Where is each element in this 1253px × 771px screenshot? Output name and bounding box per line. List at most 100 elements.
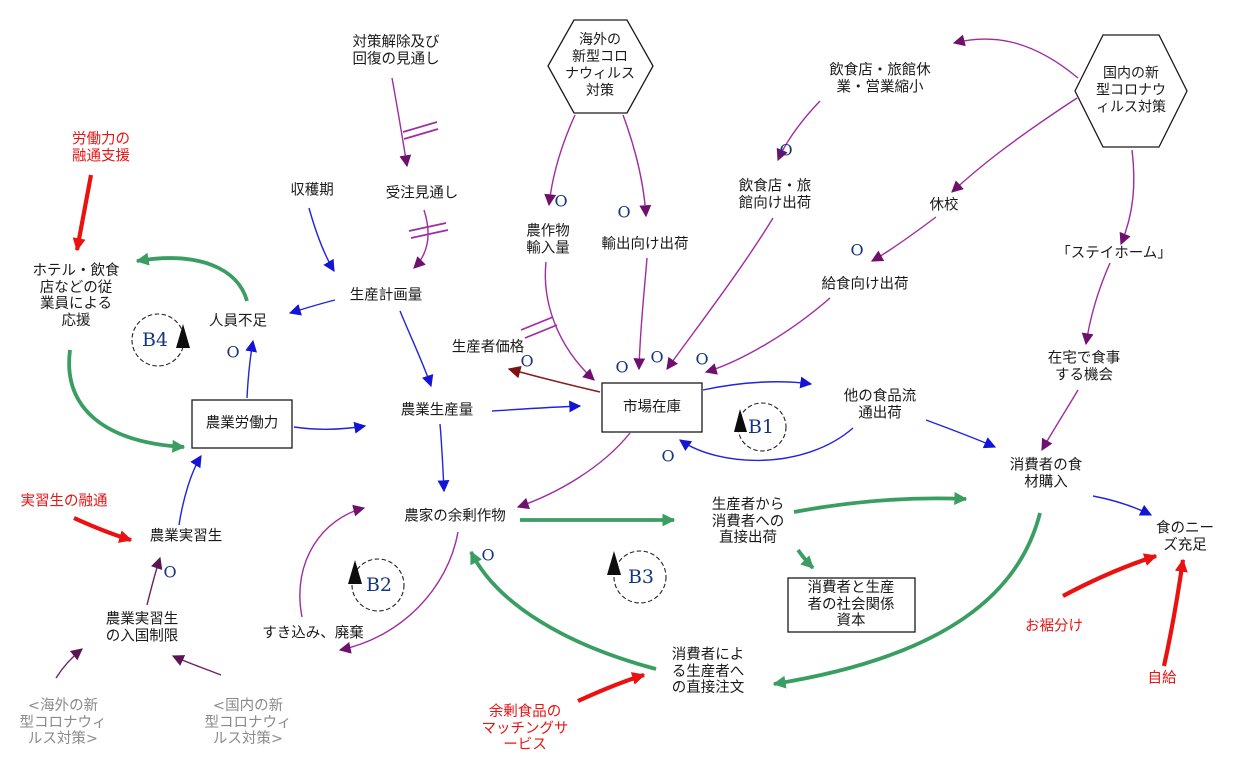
node-export-shipments: 輸出向け出荷 bbox=[601, 236, 689, 253]
node-order-forecast: 受注見通し bbox=[385, 185, 459, 202]
edge-market-stock-to-producer-price bbox=[507, 365, 601, 393]
polarity-o-producer-price: O bbox=[520, 351, 534, 371]
polarity-o-restaurant-shipments: O bbox=[779, 140, 793, 160]
box-farm-labor bbox=[191, 399, 293, 449]
node-plowing-disposal: すき込み、廃棄 bbox=[262, 625, 364, 642]
node-production-plan: 生産計画量 bbox=[349, 287, 423, 304]
node-labor-support: 労働力の 融通支援 bbox=[72, 131, 130, 164]
edge-overseas-shadow-to-entry-restriction bbox=[55, 648, 83, 679]
edge-direct-shipment-to-food-purchase bbox=[793, 492, 968, 514]
polarity-o-crop-imports: O bbox=[554, 191, 568, 211]
edge-domestic-policy-to-school-closure bbox=[951, 97, 1078, 193]
edge-domestic-shadow-to-entry-restriction bbox=[171, 655, 222, 676]
edge-trainee-accommodation-to-farm-trainees bbox=[73, 516, 133, 543]
edge-production-plan-to-labor-shortage bbox=[288, 299, 336, 316]
edge-overseas-policy-to-export-shipments bbox=[622, 114, 652, 218]
edge-eating-at-home-to-food-purchase bbox=[1041, 389, 1079, 452]
node-farm-trainees: 農業実習生 bbox=[149, 528, 223, 545]
edge-export-shipments-to-market-stock bbox=[633, 257, 648, 371]
loop-b3-circle bbox=[613, 550, 667, 604]
node-other-food-distribution: 他の食品流 通出荷 bbox=[843, 388, 917, 421]
polarity-o-surplus-crops: O bbox=[481, 545, 495, 565]
node-domestic-covid-shadow: <国内の新 型コロナウィ ルス対策> bbox=[204, 698, 292, 748]
loop-label-b3: B3 bbox=[627, 566, 655, 588]
edge-domestic-policy-to-restaurant-closure bbox=[952, 34, 1079, 79]
loop-b2-arrowhead bbox=[348, 560, 362, 584]
edge-domestic-policy-to-stay-home bbox=[1119, 149, 1135, 246]
loop-b4-arrowhead bbox=[176, 324, 190, 348]
node-producer-price: 生産者価格 bbox=[451, 339, 525, 356]
edge-labor-shortage-to-hotel-support bbox=[135, 252, 249, 302]
node-surplus-crops: 農家の余剰作物 bbox=[404, 508, 506, 525]
loop-b1-circle bbox=[737, 402, 787, 452]
edge-self-sufficiency-to-food-needs bbox=[1161, 558, 1188, 667]
node-food-needs: 食のニーズ充足 bbox=[1156, 520, 1214, 553]
edge-harvest-to-production-plan bbox=[308, 207, 335, 273]
polarity-o-market-top-3: O bbox=[695, 349, 709, 369]
edge-farm-labor-to-labor-shortage bbox=[245, 339, 257, 399]
loop-label-b2: B2 bbox=[365, 574, 393, 596]
node-harvest-season: 収穫期 bbox=[290, 182, 334, 199]
edge-other-distribution-to-food-purchase bbox=[925, 419, 997, 449]
loop-b1-arrowhead bbox=[734, 409, 747, 432]
loop-b3-arrowhead bbox=[607, 551, 621, 575]
polarity-o-export-shipments: O bbox=[617, 202, 631, 222]
node-stay-home: 「ステイホーム」 bbox=[1056, 245, 1172, 262]
edge-order-forecast-to-production-plan bbox=[413, 209, 429, 269]
edge-restaurant-shipments-to-market-stock bbox=[666, 217, 774, 370]
polarity-o-market-top-2: O bbox=[650, 347, 664, 367]
edge-restaurant-closure-to-restaurant-shipments bbox=[776, 100, 821, 162]
node-labor-shortage: 人員不足 bbox=[209, 313, 267, 330]
box-market-stock bbox=[601, 382, 703, 433]
node-restaurant-shipments: 飲食店・旅 館向け出荷 bbox=[738, 178, 812, 211]
hexagon-overseas-covid-policy bbox=[547, 19, 654, 114]
polarity-o-lunch-shipments: O bbox=[850, 240, 864, 260]
node-school-lunch-shipments: 給食向け出荷 bbox=[821, 276, 909, 293]
edge-sharing-to-food-needs bbox=[1062, 553, 1158, 598]
node-overseas-covid-policy: 海外の 新型コロ ナウィルス 対策 bbox=[565, 31, 635, 100]
edge-school-closure-to-lunch-shipments bbox=[870, 216, 937, 262]
node-trainee-entry-restriction: 農業実習生 の入国制限 bbox=[105, 611, 179, 644]
node-recovery-outlook: 対策解除及び 回復の見通し bbox=[352, 34, 440, 67]
node-direct-orders: 消費者によ る生産者へ の直接注文 bbox=[671, 647, 745, 697]
edge-food-purchase-to-food-needs bbox=[1092, 495, 1153, 516]
node-farm-labor: 農業労働力 bbox=[205, 415, 279, 432]
node-overseas-covid-shadow: <海外の新 型コロナウィ ルス対策> bbox=[19, 698, 107, 748]
edge-plowing-to-surplus-crops bbox=[299, 504, 366, 618]
hexagon-domestic-covid-policy bbox=[1074, 34, 1188, 148]
edge-overseas-policy-to-crop-imports bbox=[544, 114, 576, 207]
node-domestic-covid-policy: 国内の新 型コロナウ ィルス対策 bbox=[1096, 65, 1166, 116]
node-crop-imports: 農作物 輸入量 bbox=[526, 223, 570, 256]
node-self-sufficiency: 自給 bbox=[1147, 670, 1177, 687]
node-consumer-food-purchase: 消費者の食 材購入 bbox=[1009, 457, 1083, 490]
edge-farm-labor-to-farm-output bbox=[293, 421, 367, 434]
edge-entry-restriction-to-farm-trainees bbox=[146, 556, 163, 606]
edge-market-stock-to-surplus-crops bbox=[516, 432, 631, 510]
delay-marks bbox=[402, 121, 558, 339]
edge-food-purchase-to-direct-orders bbox=[772, 512, 1042, 689]
edge-other-distribution-to-market-stock bbox=[679, 427, 854, 462]
node-social-capital: 消費者と生産 者の社会関係 資本 bbox=[807, 580, 895, 630]
edge-direct-orders-to-surplus-crops bbox=[469, 550, 657, 671]
node-market-stock: 市場在庫 bbox=[623, 399, 681, 416]
edge-hotel-support-to-farm-labor bbox=[67, 349, 186, 453]
edge-surplus-crops-to-plowing bbox=[338, 531, 459, 654]
edge-production-plan-to-farm-output bbox=[399, 310, 434, 388]
polarity-o-market-top-1: O bbox=[615, 357, 629, 377]
node-sharing: お裾分け bbox=[1025, 618, 1083, 635]
edge-lunch-shipments-to-market-stock bbox=[704, 297, 831, 375]
box-social-capital bbox=[787, 577, 916, 633]
node-direct-shipment: 生産者から 消費者への 直接出荷 bbox=[711, 497, 785, 547]
polarity-o-market-bottom: O bbox=[661, 446, 675, 466]
edge-stay-home-to-eating-at-home bbox=[1081, 262, 1111, 346]
node-eating-at-home: 在宅で食事 する機会 bbox=[1047, 350, 1121, 383]
node-farm-output: 農業生産量 bbox=[400, 402, 474, 419]
polarity-o-farm-trainees: O bbox=[163, 562, 177, 582]
edge-crop-imports-to-market-stock bbox=[544, 261, 595, 381]
node-trainee-accommodation: 実習生の融通 bbox=[20, 493, 108, 510]
node-school-closure: 休校 bbox=[929, 197, 959, 214]
loop-b2-circle bbox=[351, 558, 405, 612]
edge-direct-shipment-to-social-capital bbox=[796, 548, 815, 570]
